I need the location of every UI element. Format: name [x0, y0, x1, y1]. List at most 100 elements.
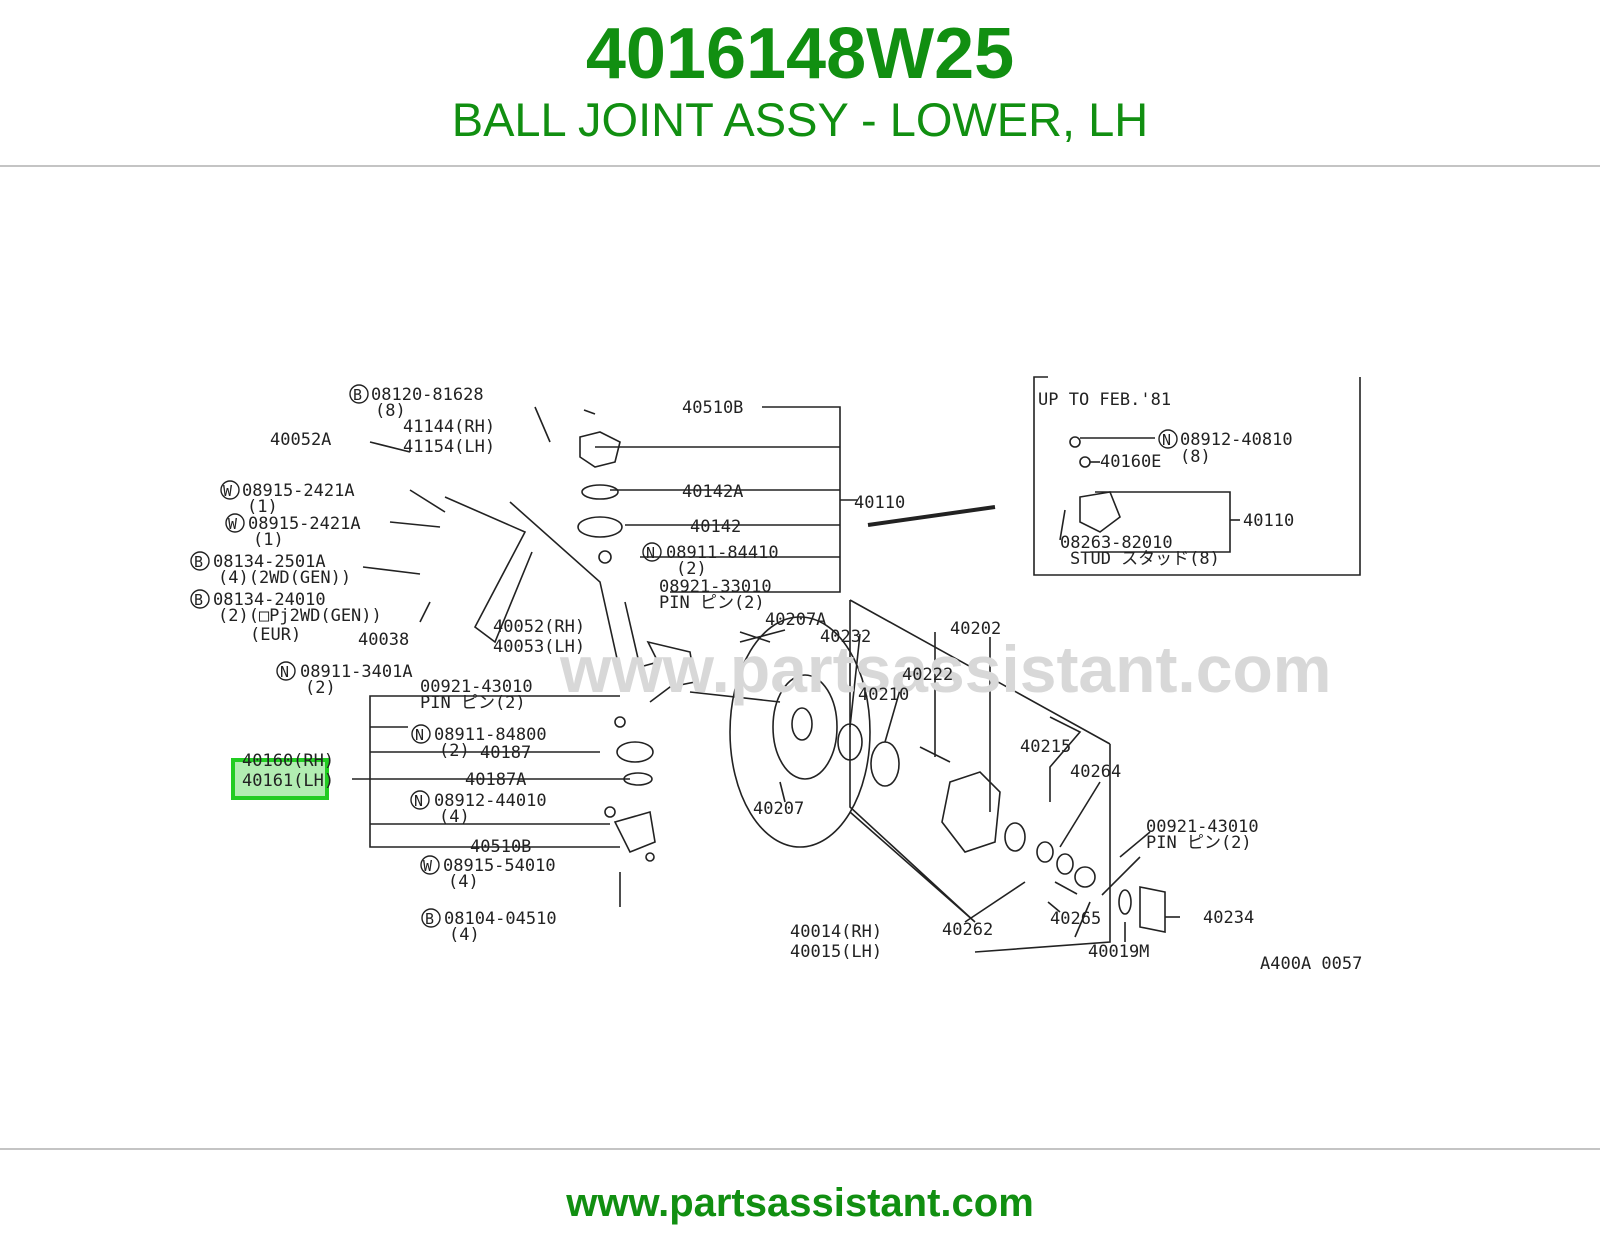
label-08915-54010: 08915-54010 — [443, 856, 556, 876]
label-40187a: 40187A — [465, 770, 526, 790]
label-pin2-desc: PIN ピン(2) — [420, 693, 526, 713]
label-41144: 41144(RH) — [403, 417, 495, 437]
leader-40161-bracket — [369, 695, 620, 848]
exploded-parts-diagram: www.partsassistant.com UP TO FEB.'81 N 0… — [180, 342, 1420, 1012]
inset-arrow — [867, 505, 996, 527]
steering-knuckle — [624, 601, 696, 703]
label-08912-44010: 08912-44010 — [434, 791, 547, 811]
steering-arm — [509, 501, 621, 673]
label-b2-qty: (4)(2WD(GEN)) — [218, 568, 351, 588]
strut-mount — [579, 431, 621, 468]
label-08921-33010: 08921-33010 — [659, 577, 772, 597]
label-08134-2501a: 08134-2501A — [213, 552, 326, 572]
label-40207: 40207 — [753, 799, 804, 819]
label-40234: 40234 — [1203, 908, 1254, 928]
footer-divider — [0, 1148, 1600, 1150]
leader-40014-bracket — [849, 599, 1111, 953]
n4-code: N — [414, 792, 423, 810]
label-40142: 40142 — [690, 517, 741, 537]
label-n1-qty: (2) — [676, 559, 707, 579]
knuckle-arm — [444, 496, 533, 644]
label-40053lh: 40053(LH) — [493, 637, 585, 657]
b3-code: B — [194, 591, 203, 609]
w3-code: W — [423, 857, 433, 875]
page-header: 4016148W25 BALL JOINT ASSY - LOWER, LH — [0, 0, 1600, 168]
n3-code: N — [415, 726, 424, 744]
label-00921-43010-a: 00921-43010 — [420, 677, 533, 697]
inset-nut-qty: (8) — [1180, 447, 1211, 467]
label-40052rh: 40052(RH) — [493, 617, 585, 637]
label-00921-43010-b: 00921-43010 — [1146, 817, 1259, 837]
label-b4-qty: (4) — [449, 925, 480, 945]
inset-strut-mount — [1079, 491, 1121, 533]
label-40015: 40015(LH) — [790, 942, 882, 962]
label-pin3-desc: PIN ピン(2) — [1146, 833, 1252, 853]
watermark: www.partsassistant.com — [559, 632, 1331, 706]
highlighted-part-box[interactable] — [231, 758, 329, 800]
w1-code: W — [223, 482, 233, 500]
label-40110: 40110 — [854, 493, 905, 513]
label-n2-qty: (2) — [305, 678, 336, 698]
diagram-code: A400A 0057 — [1260, 954, 1362, 974]
label-41154: 41154(LH) — [403, 437, 495, 457]
part-number: 4016148W25 — [585, 14, 1015, 94]
label-40019m: 40019M — [1088, 942, 1149, 962]
label-40264: 40264 — [1070, 762, 1121, 782]
hub-cap — [1139, 886, 1166, 933]
label-w3-qty: (4) — [448, 872, 479, 892]
footer-url[interactable]: www.partsassistant.com — [566, 1181, 1034, 1225]
inset-40160e: 40160E — [1100, 452, 1161, 472]
label-n4-qty: (4) — [439, 807, 470, 827]
label-n3-qty: (2) — [439, 741, 470, 761]
label-40142a: 40142A — [682, 482, 743, 502]
label-08911-84800: 08911-84800 — [434, 725, 547, 745]
label-40215: 40215 — [1020, 737, 1071, 757]
label-40187: 40187 — [480, 743, 531, 763]
inset-nut: 08912-40810 — [1180, 430, 1293, 450]
label-40222: 40222 — [902, 665, 953, 685]
inset-title: UP TO FEB.'81 — [1038, 390, 1171, 410]
n1-code: N — [646, 544, 655, 562]
label-08104-04510: 08104-04510 — [444, 909, 557, 929]
header-divider — [0, 165, 1600, 167]
label-08911-84410: 08911-84410 — [666, 543, 779, 563]
label-40210: 40210 — [858, 685, 909, 705]
label-40052a: 40052A — [270, 430, 331, 450]
label-40161lh[interactable]: 40161(LH) — [242, 771, 334, 791]
brake-disc — [729, 616, 871, 848]
n2-code: N — [280, 663, 289, 681]
label-40038: 40038 — [358, 630, 409, 650]
label-08911-3401a: 08911-3401A — [300, 662, 413, 682]
label-b1-qty: (8) — [375, 401, 406, 421]
ball-joint — [613, 810, 656, 854]
label-40207a: 40207A — [765, 610, 826, 630]
diagram-svg: www.partsassistant.com UP TO FEB.'81 N 0… — [190, 376, 1362, 974]
label-40202: 40202 — [950, 619, 1001, 639]
b4-code: B — [425, 910, 434, 928]
wheel-hub — [941, 771, 1001, 853]
label-08915-2421a-1: 08915-2421A — [242, 481, 355, 501]
inset-box — [1033, 376, 1361, 576]
label-08120-81628: 08120-81628 — [371, 385, 484, 405]
inset-nut-code: N — [1162, 431, 1171, 449]
label-w2-qty: (1) — [253, 530, 284, 550]
label-pin1-desc: PIN ピン(2) — [659, 593, 765, 613]
inset-40110: 40110 — [1243, 511, 1294, 531]
label-40262: 40262 — [942, 920, 993, 940]
part-title: BALL JOINT ASSY - LOWER, LH — [451, 93, 1149, 146]
w2-code: W — [228, 515, 238, 533]
label-08134-24010: 08134-24010 — [213, 590, 326, 610]
label-40232: 40232 — [820, 627, 871, 647]
label-40160rh: 40160(RH) — [242, 751, 334, 771]
label-w1-qty: (1) — [247, 497, 278, 517]
label-b3-qty: (2)(□Pj2WD(GEN)) — [218, 606, 382, 626]
label-40265: 40265 — [1050, 909, 1101, 929]
label-40510b-top: 40510B — [682, 398, 743, 418]
label-08915-2421a-2: 08915-2421A — [248, 514, 361, 534]
b1-code: B — [353, 386, 362, 404]
label-b3-eur: (EUR) — [250, 625, 301, 645]
inset-stud-desc: STUD スタッド(8) — [1070, 549, 1220, 569]
label-40014: 40014(RH) — [790, 922, 882, 942]
b2-code: B — [194, 553, 203, 571]
inset-stud: 08263-82010 — [1060, 533, 1173, 553]
